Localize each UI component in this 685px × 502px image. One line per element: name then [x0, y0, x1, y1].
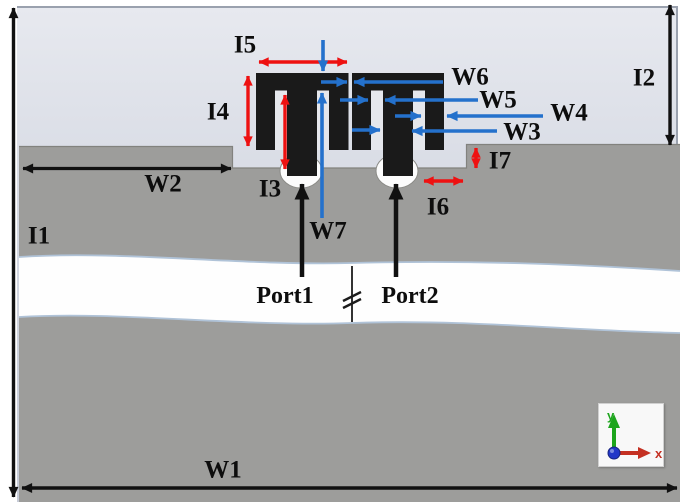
- dim-label-w7: W7: [309, 217, 347, 245]
- axes-triad-icon: y x: [598, 403, 664, 467]
- left-comb-resonator: [256, 73, 349, 176]
- dim-label-w5: W5: [479, 86, 517, 114]
- dim-label-i7: I7: [488, 147, 512, 175]
- port1-label: Port1: [256, 283, 314, 309]
- right-comb-resonator: [352, 73, 444, 176]
- dim-label-i4: I4: [206, 98, 230, 126]
- y-axis-label: y: [607, 408, 615, 423]
- y-axis-arrow: [608, 414, 620, 428]
- dim-label-w3: W3: [503, 118, 541, 146]
- dim-label-i3: I3: [258, 175, 282, 203]
- dim-label-w4: W4: [550, 99, 588, 127]
- dim-label-w1: W1: [204, 456, 242, 484]
- x-axis-arrow: [638, 447, 651, 459]
- dim-label-w2: W2: [144, 170, 182, 198]
- break-symbol: [342, 266, 362, 322]
- port2-label: Port2: [381, 283, 439, 309]
- dim-label-i6: I6: [426, 193, 450, 221]
- origin-sphere: [607, 446, 621, 460]
- x-axis-label: x: [655, 446, 663, 461]
- dim-label-w6: W6: [451, 63, 489, 91]
- dim-label-i1: I1: [27, 222, 51, 250]
- break-band: [18, 254, 681, 334]
- blue-dimension-arrows: [316, 40, 543, 218]
- dim-label-i5: I5: [233, 31, 257, 59]
- red-dimension-arrows: [243, 57, 481, 186]
- dim-label-i2: I2: [632, 64, 656, 92]
- black-dimension-arrows: [8, 4, 678, 498]
